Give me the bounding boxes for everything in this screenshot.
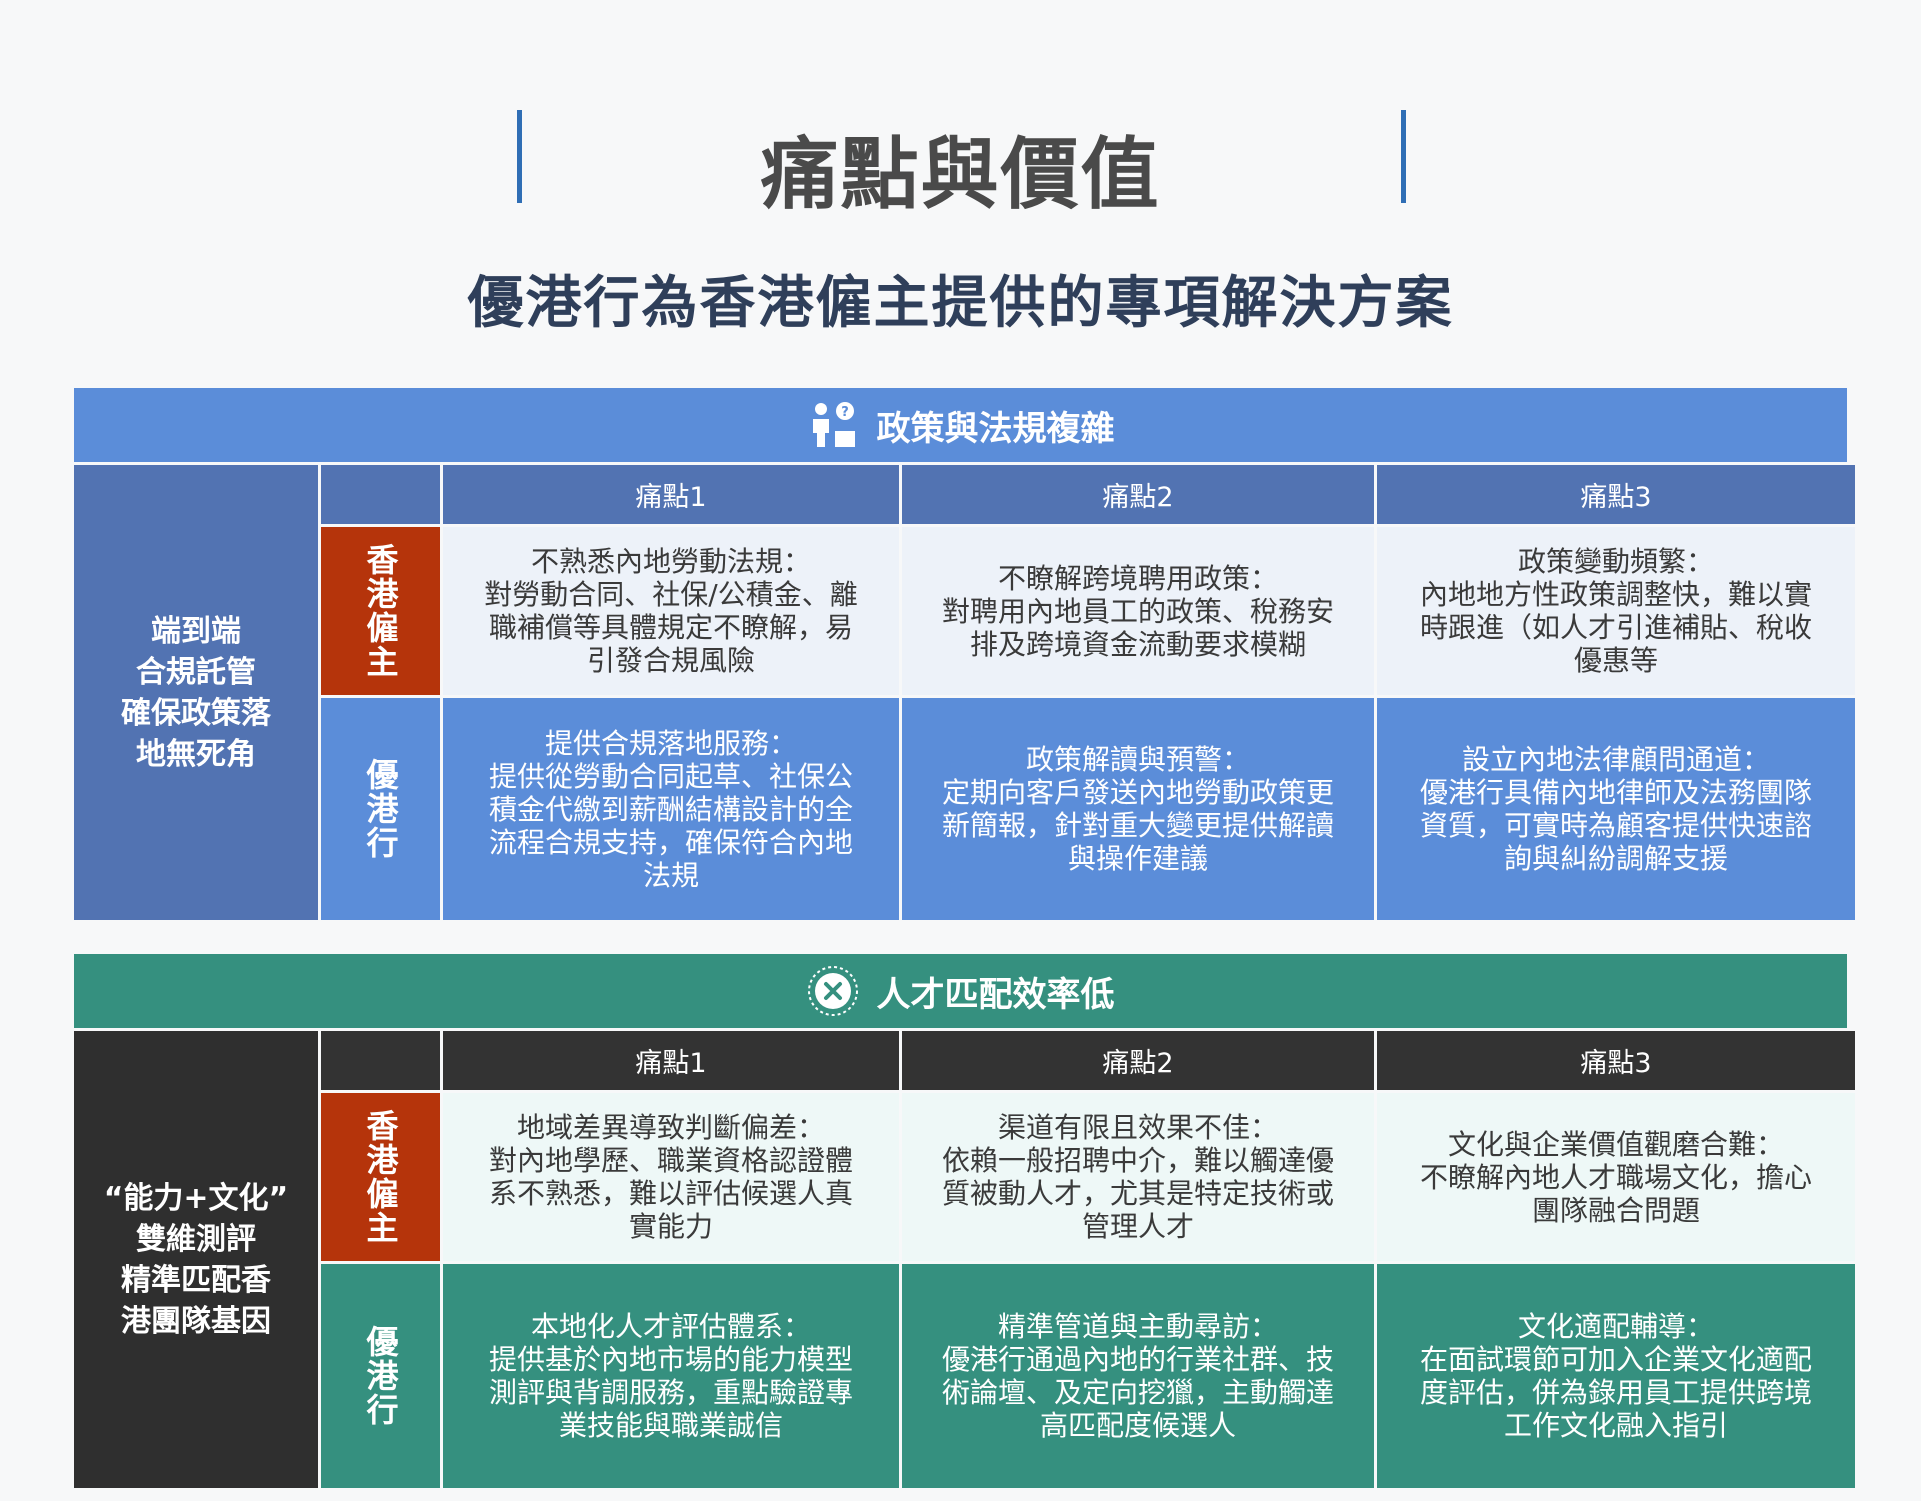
column-header: 痛點3 xyxy=(1377,1031,1855,1090)
section-title: 政策與法規複雜 xyxy=(876,408,1115,449)
solution-body: 優港行具備內地律師及法務團隊資質，可實時為顧客提供快速諮詢與糾紛調解支援 xyxy=(1419,776,1812,875)
pain-body: 對內地學歷、職業資格認證體系不熟悉，難以評估候選人真實能力 xyxy=(488,1144,853,1243)
pain-title: 不瞭解跨境聘用政策： xyxy=(997,561,1278,595)
pain-body: 內地地方性政策調整快，難以實時跟進（如人才引進補貼、稅收優惠等 xyxy=(1419,578,1812,677)
row-label-provider: 優港行 xyxy=(321,1264,440,1488)
pain-body: 對聘用內地員工的政策、稅務安排及跨境資金流動要求模糊 xyxy=(942,594,1335,661)
title-left-bar xyxy=(517,110,522,203)
pain-title: 政策變動頻繁： xyxy=(1517,545,1714,578)
x-circle-icon xyxy=(807,965,859,1017)
person-question-icon: ? xyxy=(807,399,859,451)
section-title: 人才匹配效率低 xyxy=(876,974,1115,1015)
column-header: 痛點1 xyxy=(443,1031,899,1090)
solution-title: 文化適配輔導： xyxy=(1517,1310,1714,1343)
pain-cell: 政策變動頻繁：內地地方性政策調整快，難以實時跟進（如人才引進補貼、稅收優惠等 xyxy=(1377,527,1855,695)
row-label-provider: 優港行 xyxy=(321,698,440,920)
title-right-bar xyxy=(1401,110,1406,203)
pain-title: 不熟悉內地勞動法規： xyxy=(530,545,811,578)
solution-cell: 文化適配輔導：在面試環節可加入企業文化適配度評估，併為錄用員工提供跨境工作文化融… xyxy=(1377,1264,1855,1488)
pain-cell: 不熟悉內地勞動法規：對勞動合同、社保/公積金、離職補償等具體規定不瞭解，易引發合… xyxy=(443,527,899,695)
solution-cell: 設立內地法律顧問通道：優港行具備內地律師及法務團隊資質，可實時為顧客提供快速諮詢… xyxy=(1377,698,1855,920)
pain-cell: 地域差異導致判斷偏差：對內地學歷、職業資格認證體系不熟悉，難以評估候選人真實能力 xyxy=(443,1093,899,1261)
pain-cell: 不瞭解跨境聘用政策：對聘用內地員工的政策、稅務安排及跨境資金流動要求模糊 xyxy=(902,527,1374,695)
summary-text: “能力+文化” 雙維測評 精準匹配香 港團隊基因 xyxy=(103,1180,289,1339)
solution-cell: 提供合規落地服務：提供從勞動合同起草、社保公積金代繳到薪酬結構設計的全流程合規支… xyxy=(443,698,899,920)
row-label-employer: 香港僱主 xyxy=(321,1093,440,1261)
solution-body: 定期向客戶發送內地勞動政策更新簡報，針對重大變更提供解讀與操作建議 xyxy=(942,776,1335,875)
header-blank xyxy=(321,1031,440,1090)
section-summary: 端到端 合規託管 確保政策落 地無死角 xyxy=(74,465,318,920)
page-title: 痛點與價值 xyxy=(760,130,1161,220)
solution-title: 設立內地法律顧問通道： xyxy=(1461,743,1770,776)
column-header: 痛點3 xyxy=(1377,465,1855,524)
page-subtitle: 優港行為香港僱主提供的專項解決方案 xyxy=(467,271,1454,336)
pain-body: 依賴一般招聘中介，難以觸達優質被動人才，尤其是特定技術或管理人才 xyxy=(942,1144,1335,1243)
solution-cell: 本地化人才評估體系：提供基於內地市場的能力模型測評與背調服務，重點驗證專業技能與… xyxy=(443,1264,899,1488)
solution-title: 政策解讀與預警： xyxy=(1025,743,1250,776)
pain-body: 對勞動合同、社保/公積金、離職補償等具體規定不瞭解，易引發合規風險 xyxy=(484,578,858,677)
header-blank xyxy=(321,465,440,524)
pain-title: 渠道有限且效果不佳： xyxy=(997,1111,1278,1144)
pain-title: 地域差異導致判斷偏差： xyxy=(516,1111,825,1144)
pain-title: 文化與企業價值觀磨合難： xyxy=(1447,1127,1784,1161)
section-summary: “能力+文化” 雙維測評 精準匹配香 港團隊基因 xyxy=(74,1031,318,1488)
solution-title: 本地化人才評估體系： xyxy=(530,1310,811,1343)
section-header: ? 政策與法規複雜 xyxy=(74,388,1847,462)
row-label-employer: 香港僱主 xyxy=(321,527,440,695)
solution-body: 提供從勞動合同起草、社保公積金代繳到薪酬結構設計的全流程合規支持，確保符合內地法… xyxy=(488,759,853,892)
column-header: 痛點2 xyxy=(902,465,1374,524)
column-header: 痛點1 xyxy=(443,465,899,524)
svg-text:?: ? xyxy=(841,405,849,420)
pain-body: 不瞭解內地人才職場文化，擔心團隊融合問題 xyxy=(1419,1160,1812,1227)
solution-cell: 精準管道與主動尋訪：優港行通過內地的行業社群、技術論壇、及定向挖獵，主動觸達高匹… xyxy=(902,1264,1374,1488)
solution-title: 提供合規落地服務： xyxy=(544,726,797,760)
solution-body: 在面試環節可加入企業文化適配度評估，併為錄用員工提供跨境工作文化融入指引 xyxy=(1419,1343,1812,1442)
summary-text: 端到端 合規託管 確保政策落 地無死角 xyxy=(121,613,271,772)
column-header: 痛點2 xyxy=(902,1031,1374,1090)
section-header: 人才匹配效率低 xyxy=(74,954,1847,1028)
pain-cell: 渠道有限且效果不佳：依賴一般招聘中介，難以觸達優質被動人才，尤其是特定技術或管理… xyxy=(902,1093,1374,1261)
solution-body: 提供基於內地市場的能力模型測評與背調服務，重點驗證專業技能與職業誠信 xyxy=(488,1343,853,1442)
pain-cell: 文化與企業價值觀磨合難：不瞭解內地人才職場文化，擔心團隊融合問題 xyxy=(1377,1093,1855,1261)
solution-cell: 政策解讀與預警：定期向客戶發送內地勞動政策更新簡報，針對重大變更提供解讀與操作建… xyxy=(902,698,1374,920)
solution-body: 優港行通過內地的行業社群、技術論壇、及定向挖獵，主動觸達高匹配度候選人 xyxy=(942,1343,1335,1442)
solution-title: 精準管道與主動尋訪： xyxy=(997,1310,1278,1343)
